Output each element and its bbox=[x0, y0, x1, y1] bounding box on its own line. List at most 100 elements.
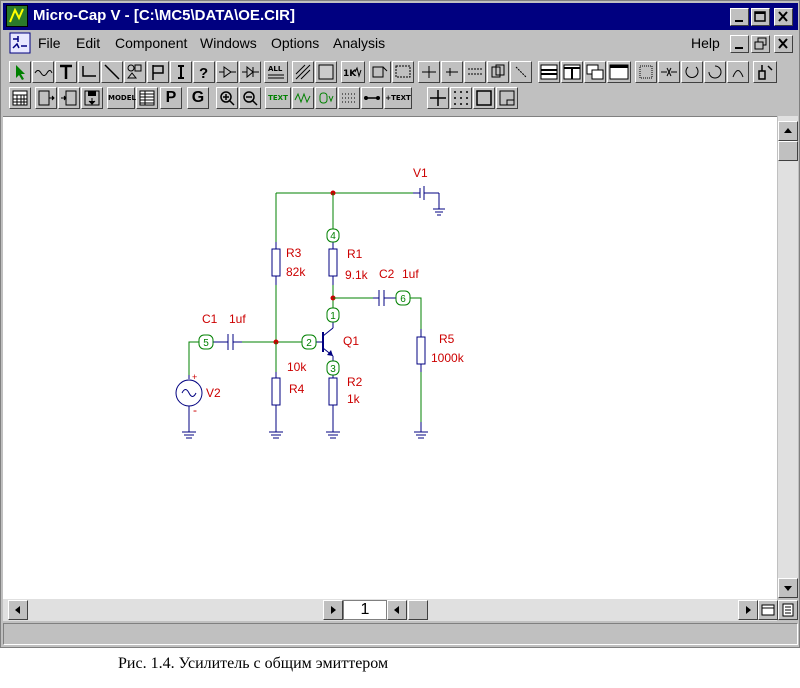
add-text-button[interactable]: +TEXT bbox=[384, 87, 412, 109]
r5-value: 1000k bbox=[431, 351, 465, 365]
shapes-icon[interactable] bbox=[124, 61, 146, 83]
transistor-q1[interactable] bbox=[316, 327, 334, 357]
resistor-r1[interactable] bbox=[328, 242, 338, 285]
title-block-icon[interactable] bbox=[496, 87, 518, 109]
close-button[interactable] bbox=[774, 8, 793, 26]
pin-connections-icon[interactable] bbox=[361, 87, 383, 109]
pin-markers-icon[interactable] bbox=[338, 87, 360, 109]
maximize-button[interactable] bbox=[751, 8, 770, 26]
calculator-icon[interactable] bbox=[9, 87, 31, 109]
document-icon[interactable] bbox=[9, 32, 31, 54]
load-split-icon[interactable] bbox=[58, 87, 80, 109]
minimize-button[interactable] bbox=[730, 8, 749, 26]
node-marker-2: 2 bbox=[301, 334, 317, 350]
model-button[interactable]: MODEL bbox=[107, 87, 136, 109]
maximize-window-icon[interactable] bbox=[607, 61, 631, 83]
r1-value: 9.1k bbox=[345, 268, 369, 282]
zoom-in-icon[interactable] bbox=[216, 87, 238, 109]
zoom-out-icon[interactable] bbox=[239, 87, 261, 109]
title-bar[interactable]: Micro-Cap V - [C:\MC5\DATA\OE.CIR] bbox=[3, 3, 798, 30]
page-prev-button[interactable] bbox=[323, 600, 343, 620]
p-button[interactable]: P bbox=[160, 87, 182, 109]
scroll-up-button[interactable] bbox=[778, 121, 798, 141]
doc-close-button[interactable] bbox=[774, 35, 793, 53]
tile-horizontal-icon[interactable] bbox=[538, 61, 560, 83]
resistor-value-icon[interactable]: 1K bbox=[341, 61, 365, 83]
grid-icon[interactable] bbox=[292, 61, 314, 83]
cascade-icon[interactable] bbox=[584, 61, 606, 83]
schematic-canvas[interactable]: V1 R3 82k bbox=[3, 116, 777, 599]
node-marker-1: 1 bbox=[326, 307, 340, 323]
scroll-down-button[interactable] bbox=[778, 578, 798, 598]
flag-icon[interactable] bbox=[147, 61, 169, 83]
align-icon[interactable] bbox=[464, 61, 486, 83]
r3-value: 82k bbox=[286, 265, 306, 279]
capacitor-c2[interactable] bbox=[373, 290, 396, 306]
pin-connect-icon[interactable] bbox=[658, 61, 680, 83]
menu-options[interactable]: Options bbox=[271, 35, 320, 51]
wire-icon[interactable] bbox=[32, 61, 54, 83]
source-v2[interactable] bbox=[175, 375, 203, 439]
border-icon[interactable] bbox=[473, 87, 495, 109]
svg-text:?: ? bbox=[199, 65, 208, 82]
duplicate-icon[interactable] bbox=[487, 61, 509, 83]
capacitor-c1[interactable] bbox=[213, 334, 242, 350]
page-number[interactable]: 1 bbox=[343, 600, 387, 620]
resistor-r5[interactable] bbox=[416, 329, 426, 372]
box-icon[interactable] bbox=[392, 61, 414, 83]
page-next-button[interactable] bbox=[387, 600, 407, 620]
step-forward-icon[interactable] bbox=[216, 61, 238, 83]
disk-icon[interactable] bbox=[81, 87, 103, 109]
all-icon[interactable]: ALL bbox=[264, 61, 288, 83]
node-numbers-icon[interactable] bbox=[635, 61, 657, 83]
text-display-button[interactable]: TEXT bbox=[265, 87, 291, 109]
app-icon[interactable] bbox=[6, 5, 28, 27]
probe-icon[interactable] bbox=[753, 61, 777, 83]
diode-icon[interactable] bbox=[239, 61, 261, 83]
vertical-scroll-thumb[interactable] bbox=[778, 141, 798, 161]
resistor-r3[interactable] bbox=[271, 242, 281, 285]
resistor-r2[interactable] bbox=[326, 375, 340, 439]
menu-windows[interactable]: Windows bbox=[200, 35, 257, 51]
text-tool-icon[interactable] bbox=[55, 61, 77, 83]
menu-component[interactable]: Component bbox=[115, 35, 188, 51]
diagonal-wire-icon[interactable] bbox=[101, 61, 123, 83]
rotate-left-icon[interactable] bbox=[681, 61, 703, 83]
view-toggle-icon[interactable] bbox=[758, 600, 778, 620]
battery-v1[interactable] bbox=[333, 186, 445, 216]
cursor-box-icon[interactable] bbox=[510, 61, 532, 83]
vertical-scrollbar[interactable] bbox=[778, 116, 798, 598]
doc-minimize-button[interactable] bbox=[730, 35, 749, 53]
crosshair-icon[interactable] bbox=[427, 87, 449, 109]
menu-edit[interactable]: Edit bbox=[76, 35, 101, 51]
orthogonal-wire-icon[interactable] bbox=[78, 61, 100, 83]
save-split-icon[interactable] bbox=[35, 87, 57, 109]
c1-value: 1uf bbox=[229, 312, 246, 326]
tile-vertical-icon[interactable] bbox=[561, 61, 583, 83]
rotate-icon[interactable] bbox=[369, 61, 391, 83]
page-view-icon[interactable] bbox=[778, 600, 798, 620]
mirror-curve-icon[interactable] bbox=[727, 61, 749, 83]
horizontal-scrollbar[interactable]: 1 bbox=[3, 599, 777, 621]
resistor-r4[interactable] bbox=[269, 372, 283, 439]
scroll-right-button[interactable] bbox=[738, 600, 758, 620]
waveform-icon[interactable] bbox=[292, 87, 314, 109]
rotate-right-icon[interactable] bbox=[704, 61, 726, 83]
flip-icon[interactable] bbox=[418, 61, 440, 83]
node-number-display-icon[interactable] bbox=[315, 87, 337, 109]
hatch-icon[interactable] bbox=[315, 61, 337, 83]
scroll-left-button[interactable] bbox=[8, 600, 28, 620]
select-mode-icon[interactable] bbox=[9, 61, 31, 83]
table-icon[interactable] bbox=[136, 87, 158, 109]
menu-help[interactable]: Help bbox=[691, 35, 720, 51]
horizontal-scroll-thumb[interactable] bbox=[408, 600, 428, 620]
menu-file[interactable]: File bbox=[38, 35, 61, 51]
mirror-icon[interactable] bbox=[441, 61, 463, 83]
doc-restore-button[interactable] bbox=[751, 35, 770, 53]
g-button[interactable]: G bbox=[187, 87, 209, 109]
menu-analysis[interactable]: Analysis bbox=[333, 35, 386, 51]
grid-dots-icon[interactable] bbox=[450, 87, 472, 109]
help-icon[interactable]: ? bbox=[193, 61, 215, 83]
node-marker-3: 3 bbox=[326, 360, 340, 376]
info-icon[interactable] bbox=[170, 61, 192, 83]
